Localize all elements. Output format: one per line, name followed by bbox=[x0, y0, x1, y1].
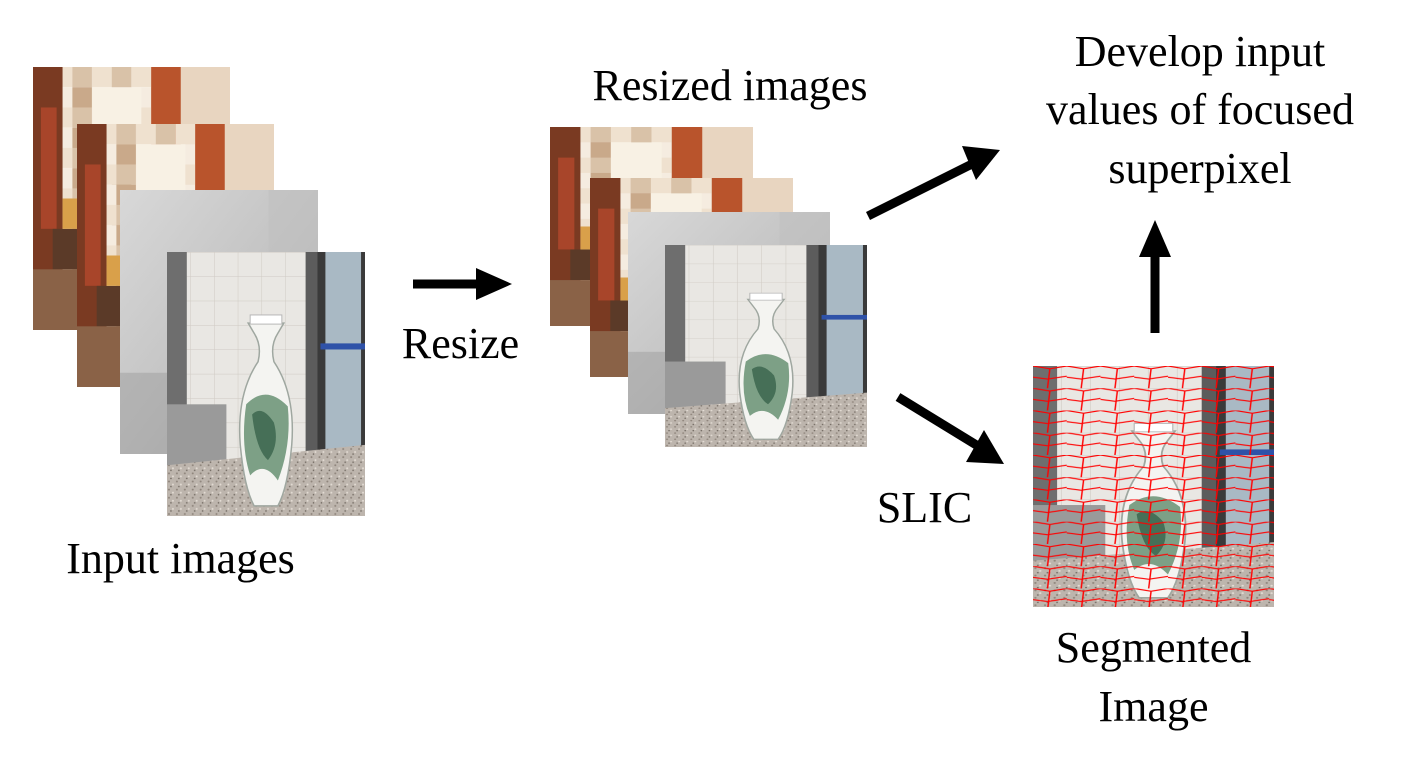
develop-label-line-2: values of focused bbox=[1046, 85, 1354, 134]
input-images-label: Input images bbox=[66, 534, 295, 583]
resize-label: Resize bbox=[401, 319, 520, 368]
develop-label-line-1: Develop input bbox=[1074, 27, 1326, 76]
resized-image-photo bbox=[665, 245, 867, 447]
input-image-photo bbox=[167, 252, 365, 516]
slic-label: SLIC bbox=[876, 483, 973, 532]
segmented-image bbox=[1033, 366, 1274, 607]
develop-label-line-3: superpixel bbox=[1108, 144, 1292, 193]
segmented-label-line-2: Image bbox=[1098, 682, 1209, 731]
resized-images-label: Resized images bbox=[592, 61, 868, 110]
segmented-label-line-1: Segmented bbox=[1055, 623, 1252, 672]
